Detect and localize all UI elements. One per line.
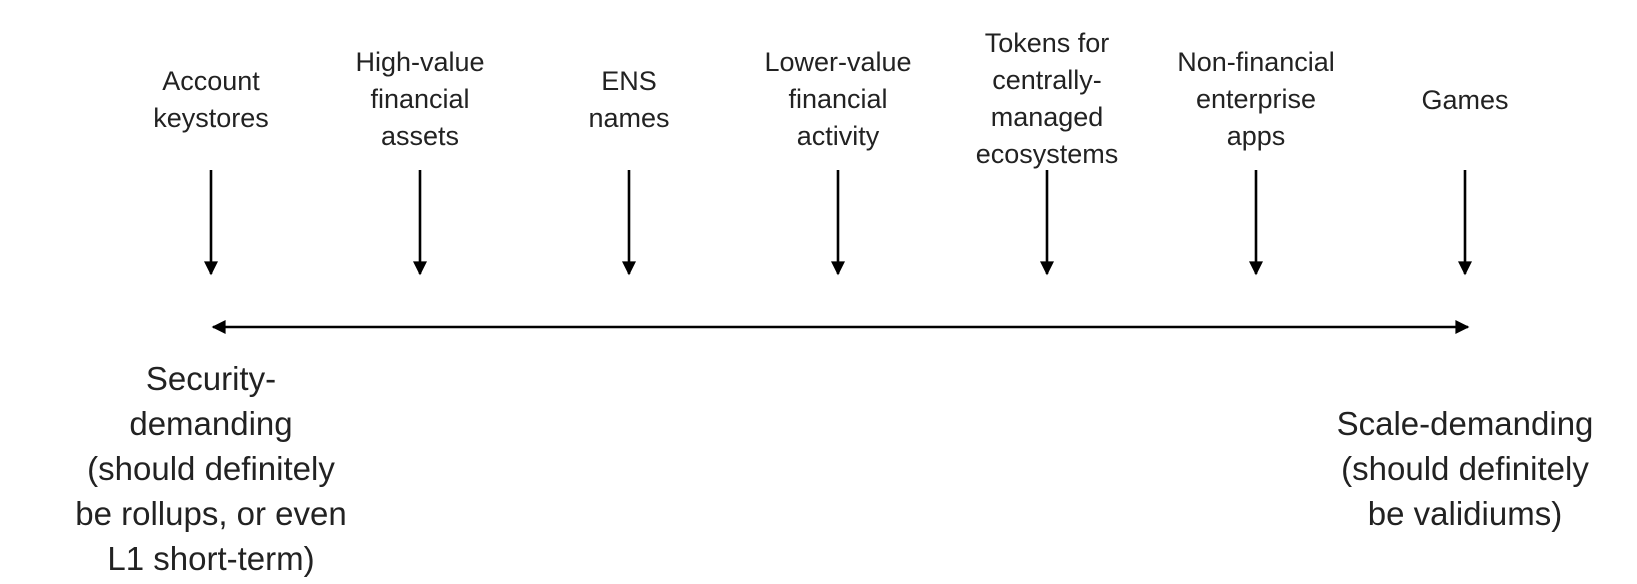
category-label-lower-value-financial-activity: Lower-value financial activity <box>764 47 912 151</box>
scale-demanding-label: Scale-demanding (should definitely be va… <box>1336 405 1594 532</box>
category-label-ens-names: ENS names <box>588 66 670 133</box>
category-label-non-financial-enterprise-apps: Non-financial enterprise apps <box>1177 47 1335 151</box>
category-label-account-keystores: Account keystores <box>153 66 269 133</box>
category-label-tokens-centrally-managed-ecosystems: Tokens for centrally- managed ecosystems <box>975 28 1119 169</box>
category-label-high-value-financial-assets: High-value financial assets <box>355 47 485 151</box>
security-demanding-label: Security- demanding (should definitely b… <box>75 360 347 577</box>
category-label-games: Games <box>1421 85 1509 115</box>
